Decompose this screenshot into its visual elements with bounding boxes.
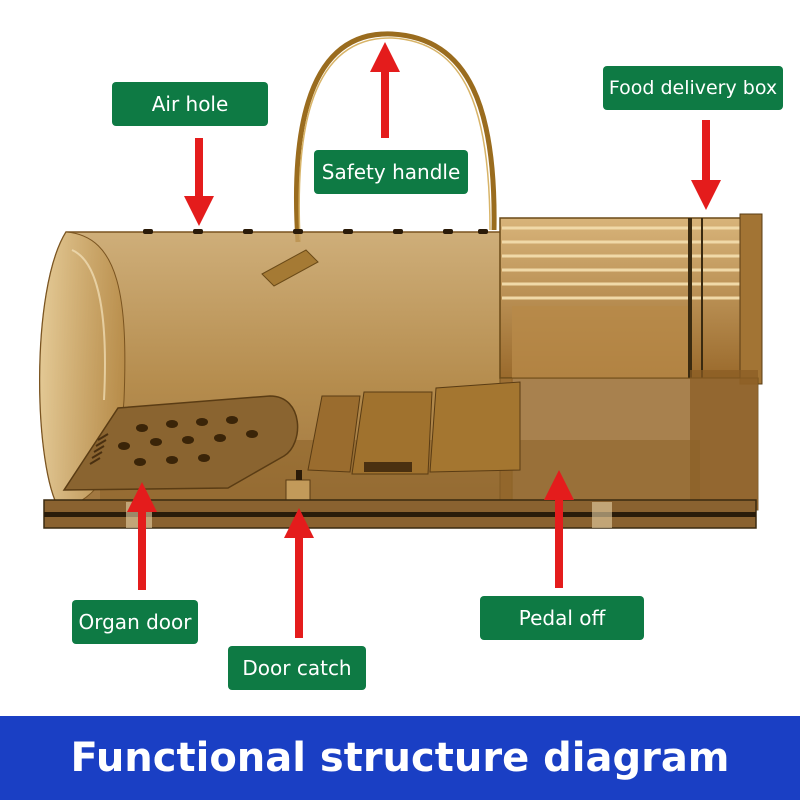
door-spring — [89, 433, 109, 465]
label-pedal-off: Pedal off — [480, 596, 644, 640]
safety-handle-wire — [293, 31, 497, 243]
label-safety-handle: Safety handle — [314, 150, 468, 194]
food-delivery-box-shape — [499, 213, 763, 385]
arrow-safety-handle — [370, 42, 400, 138]
arrow-door-catch — [284, 508, 314, 638]
arrow-pedal-off — [544, 470, 574, 588]
title-banner: Functional structure diagram — [0, 716, 800, 800]
organ-door-plate — [62, 395, 299, 491]
label-air-hole: Air hole — [112, 82, 268, 126]
label-food-delivery-box: Food delivery box — [603, 66, 783, 110]
label-organ-door: Organ door — [72, 600, 198, 644]
door-catch-part — [285, 479, 311, 503]
pedal-plates — [307, 381, 521, 475]
label-door-catch: Door catch — [228, 646, 366, 690]
arrow-air-hole — [184, 138, 214, 226]
safety-handle-highlight — [298, 37, 491, 241]
handle-mount — [261, 249, 319, 287]
arrow-organ-door — [127, 482, 157, 590]
organ-door-holes — [118, 416, 258, 466]
air-holes — [143, 229, 488, 234]
arrow-food-delivery-box — [691, 120, 721, 210]
